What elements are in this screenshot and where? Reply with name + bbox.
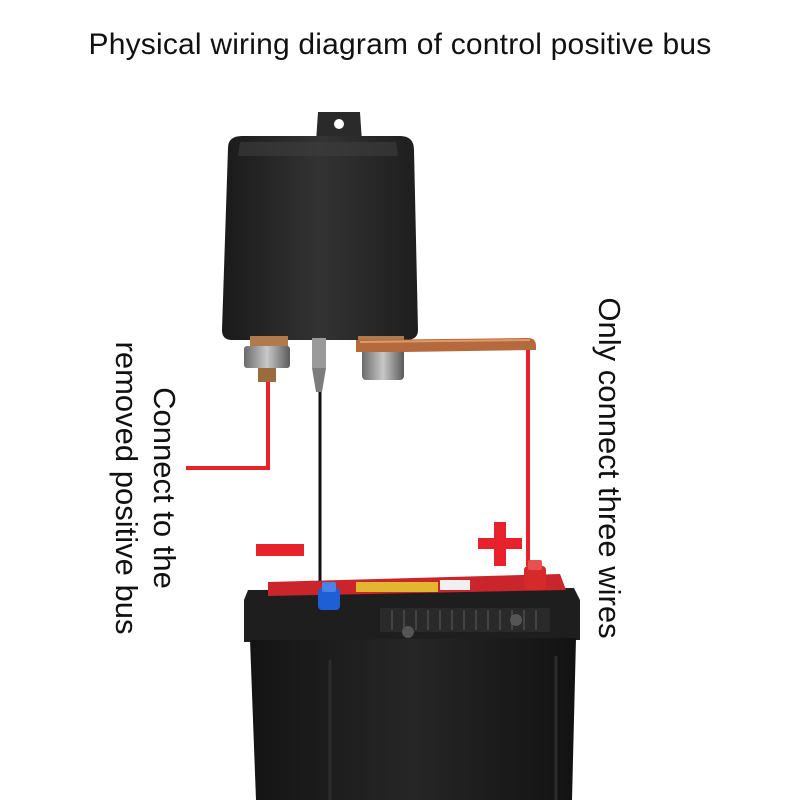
minus-sign [256, 544, 304, 556]
battery-positive-terminal [524, 560, 546, 590]
page-title: Physical wiring diagram of control posit… [88, 28, 712, 61]
relay-body-highlight [238, 142, 398, 156]
plus-sign [478, 522, 522, 566]
battery-case [250, 638, 576, 800]
relay-body [222, 136, 418, 340]
label-line-2: removed positive bus [109, 341, 144, 635]
relay-control-spade-terminal [312, 338, 326, 392]
relay [222, 112, 418, 340]
battery-screw-left [402, 626, 414, 638]
battery [244, 574, 580, 800]
copper-bus-bar-shine [359, 339, 531, 343]
label-only-connect-three-wires: Only connect three wires [592, 297, 627, 639]
battery-negative-terminal [318, 582, 340, 610]
relay-mounting-hole [334, 119, 344, 129]
battery-yellow-sticker [356, 582, 438, 592]
label-connect-to-removed-positive-bus: Connect to the removed positive bus [107, 318, 183, 658]
battery-white-sticker [440, 580, 470, 590]
label-line-1: Connect to the [147, 387, 182, 589]
battery-screw-right [510, 614, 522, 626]
red-wire-left [186, 382, 270, 470]
relay-terminal-left [244, 336, 290, 382]
